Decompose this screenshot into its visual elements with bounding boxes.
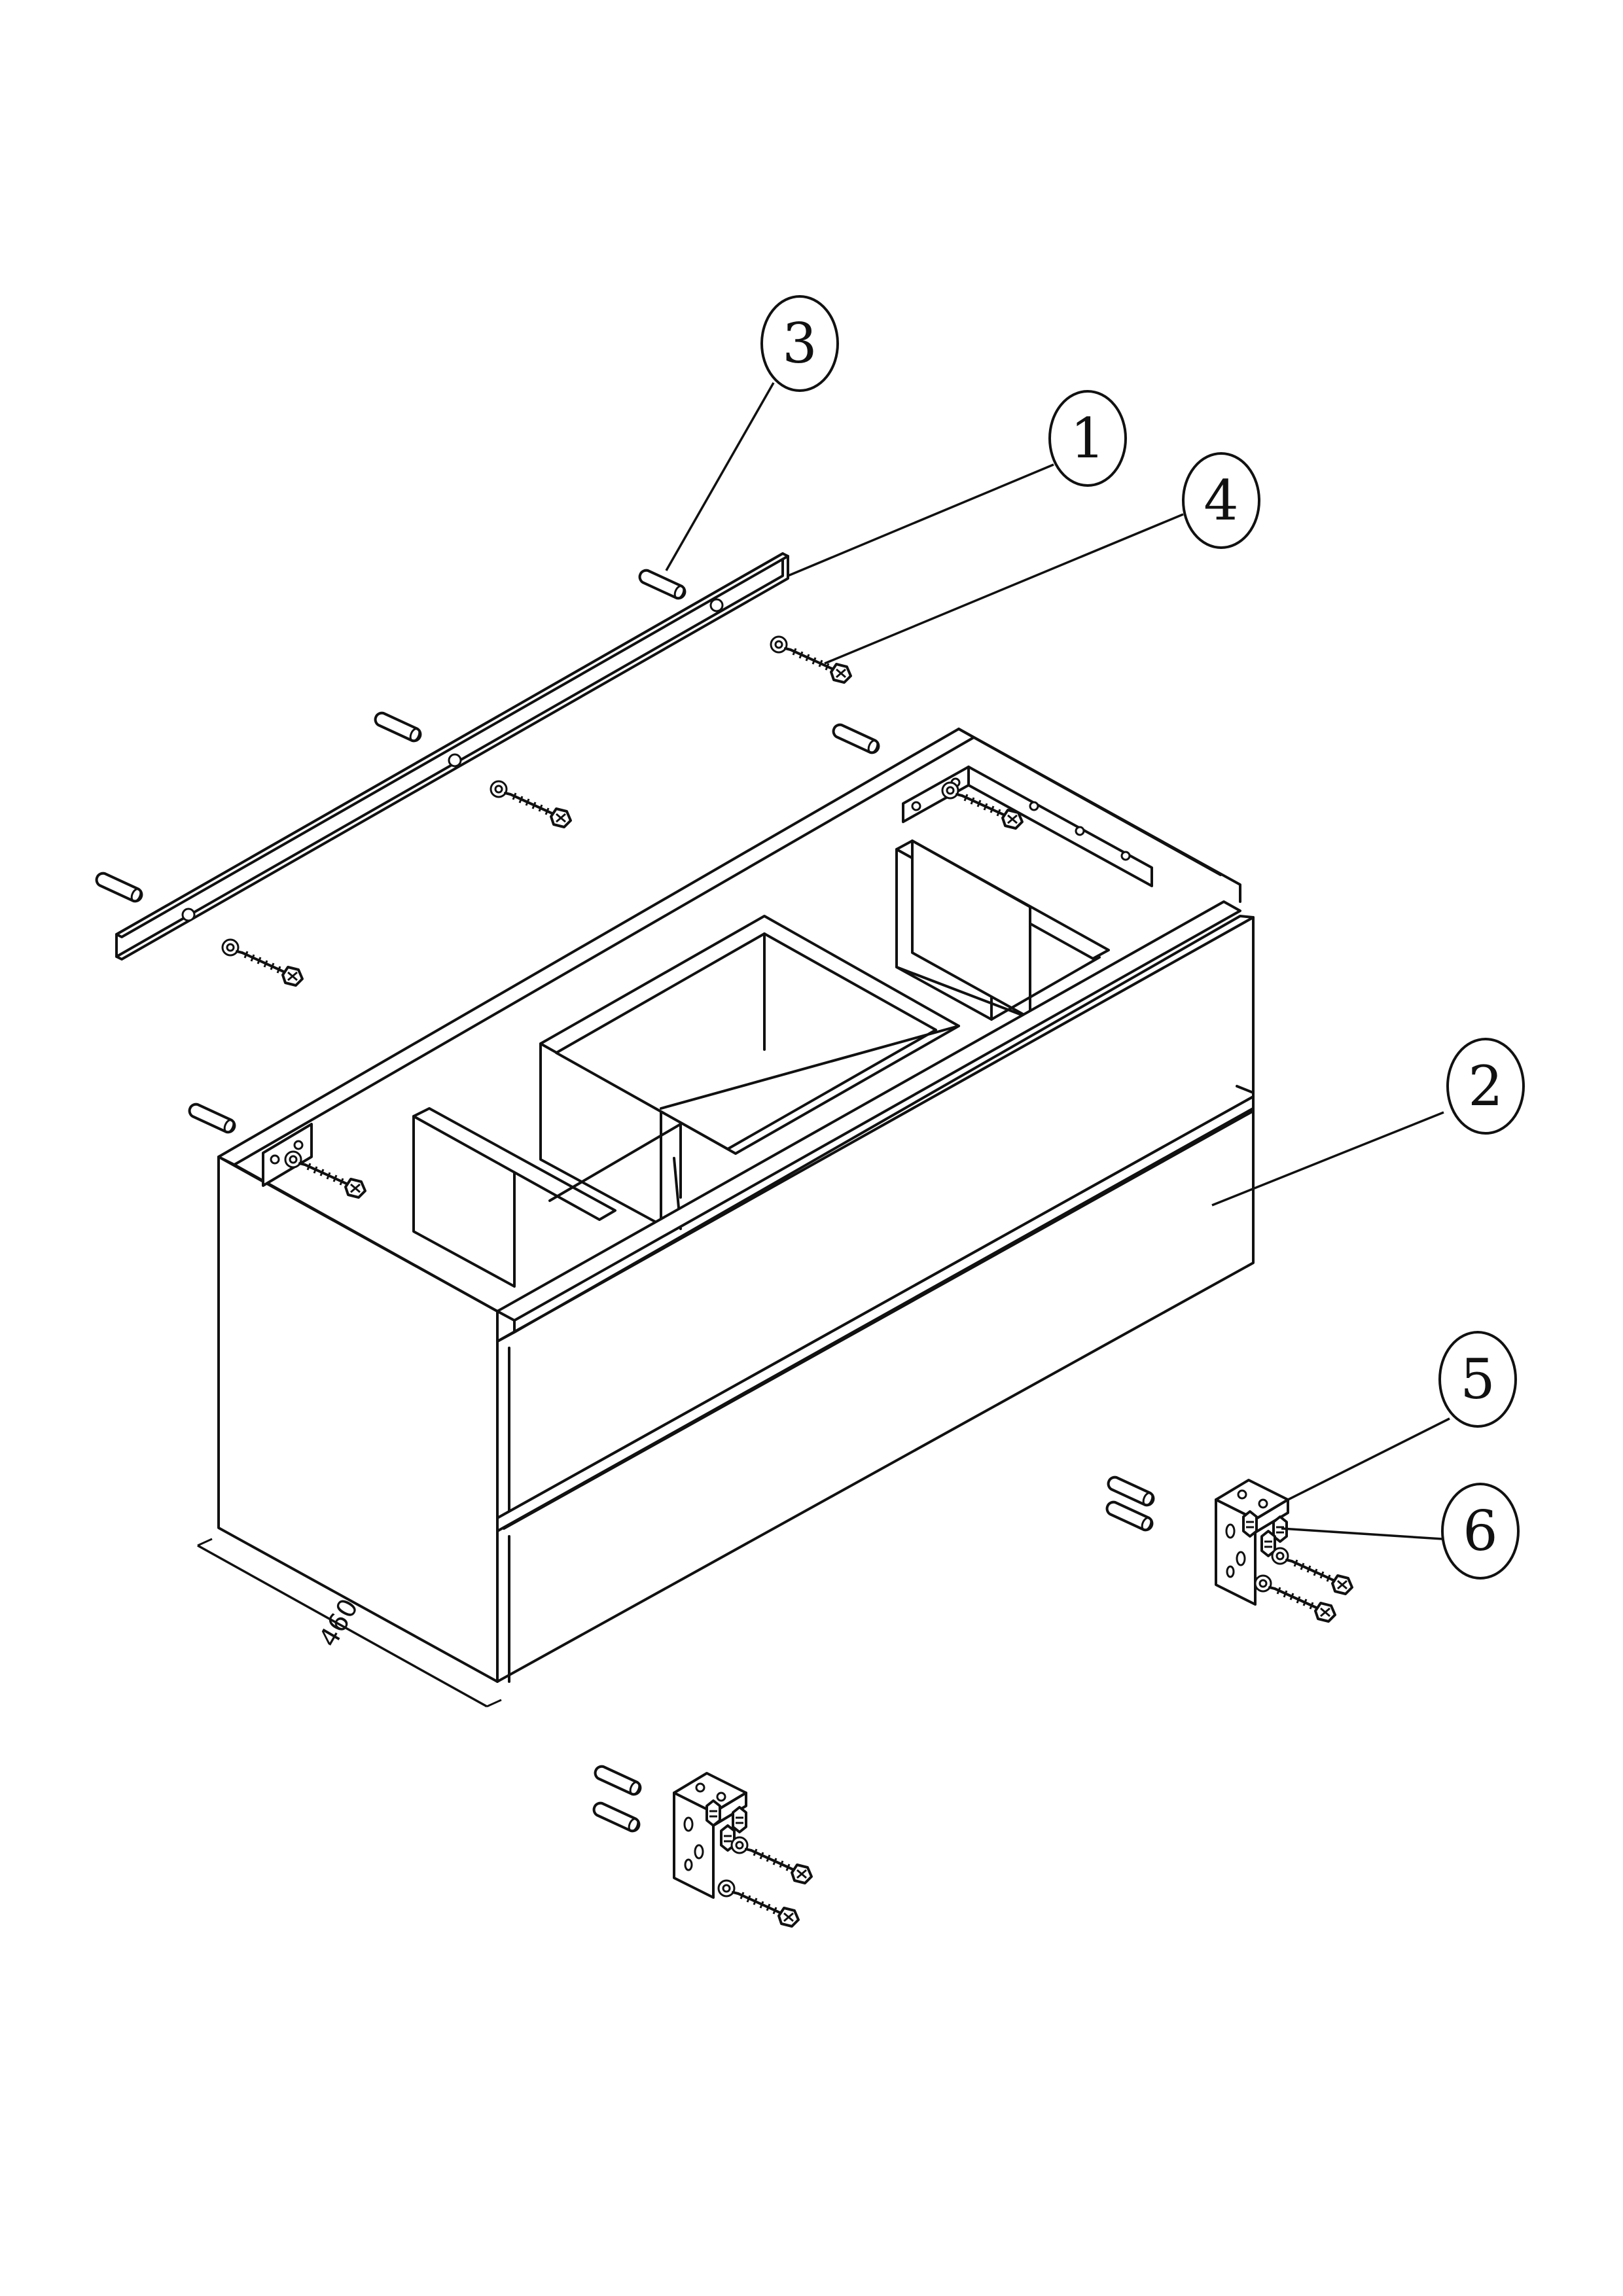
- callout-5: 5: [1438, 1331, 1517, 1428]
- wall-anchor: [705, 1799, 721, 1827]
- screw: [284, 1150, 366, 1199]
- callout-5-number: 5: [1460, 1347, 1495, 1411]
- dowel-pin: [592, 1801, 641, 1834]
- hardware-set-right: [1105, 1475, 1353, 1623]
- leader-line-2: [1211, 1111, 1444, 1207]
- screw: [490, 780, 572, 828]
- mounting-rail: [115, 552, 789, 961]
- callout-3: 3: [760, 295, 839, 392]
- rail-hole: [709, 598, 724, 612]
- wall-anchor: [1242, 1510, 1258, 1538]
- leader-line-4: [824, 513, 1184, 665]
- dowel-pin: [594, 1765, 643, 1797]
- wall-anchor: [732, 1806, 747, 1833]
- callout-2: 2: [1446, 1038, 1525, 1135]
- hardware-set-bottom: [592, 1765, 813, 1928]
- callout-2-number: 2: [1468, 1054, 1503, 1118]
- callout-1: 1: [1048, 390, 1127, 487]
- dowel-pin: [95, 872, 144, 904]
- callout-6: 6: [1441, 1483, 1520, 1580]
- screw: [770, 635, 852, 684]
- leader-line-5: [1287, 1417, 1450, 1501]
- rail-hole: [181, 908, 196, 922]
- dowel-pin: [374, 711, 423, 744]
- top-corner-bracket: [902, 766, 1153, 887]
- screw: [1271, 1547, 1353, 1595]
- screw: [730, 1836, 813, 1884]
- rail-hole: [448, 753, 462, 768]
- leader-line-1: [787, 463, 1054, 577]
- callout-4-number: 4: [1204, 468, 1238, 533]
- dowel-pin: [832, 723, 881, 756]
- cabinet-body: [217, 728, 1255, 1683]
- callout-6-number: 6: [1463, 1499, 1497, 1563]
- callout-4: 4: [1182, 452, 1260, 549]
- callout-1-number: 1: [1070, 406, 1105, 470]
- screw: [221, 938, 304, 987]
- screw: [717, 1879, 800, 1928]
- leader-line-6: [1281, 1527, 1443, 1540]
- callout-3-number: 3: [782, 311, 817, 376]
- dowel-pin: [638, 569, 687, 601]
- leader-line-3: [665, 382, 775, 571]
- angle-bracket: [1215, 1479, 1289, 1606]
- dowel-pin: [1105, 1500, 1154, 1533]
- dowel-pin: [188, 1103, 237, 1135]
- screw: [1254, 1574, 1336, 1623]
